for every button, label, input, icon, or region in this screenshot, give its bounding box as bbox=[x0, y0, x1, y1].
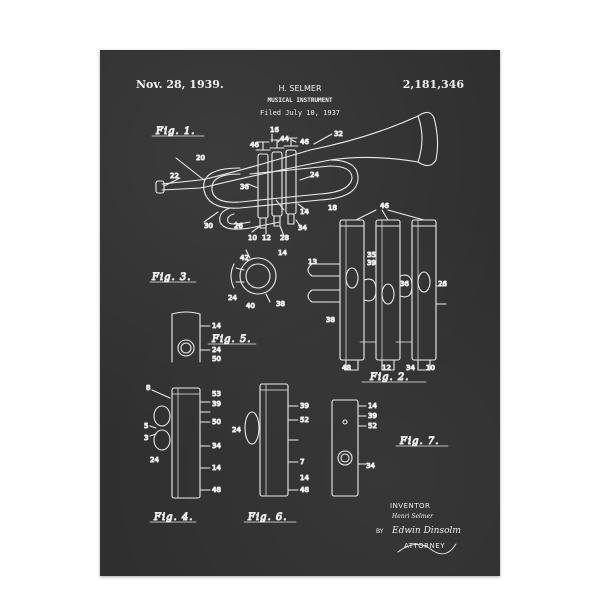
label-7e: 7 bbox=[300, 458, 304, 466]
label-24c: 24 bbox=[212, 346, 221, 354]
label-39a: 39 bbox=[367, 259, 376, 267]
label-38b: 38 bbox=[326, 316, 335, 324]
patent-drawings: 16 44 46 46 32 20 22 36 24 18 30 26 10 1… bbox=[143, 111, 457, 555]
label-3: 3 bbox=[144, 434, 148, 442]
label-53: 53 bbox=[212, 390, 221, 398]
label-36b: 36 bbox=[400, 280, 409, 288]
inventor-name: Henri Selmer bbox=[392, 513, 434, 520]
fig2-label: Fig. 2. bbox=[369, 372, 409, 383]
label-12b: 12 bbox=[382, 364, 391, 372]
label-24b: 24 bbox=[228, 294, 237, 302]
inventor-label: INVENTOR bbox=[390, 502, 431, 510]
label-35: 35 bbox=[367, 251, 376, 259]
fig4-label: Fig. 4. bbox=[153, 512, 193, 523]
by-label: BY bbox=[376, 528, 384, 535]
label-16: 16 bbox=[270, 126, 279, 134]
label-36: 36 bbox=[240, 183, 249, 191]
label-50: 50 bbox=[212, 418, 221, 426]
fig7-casing bbox=[331, 399, 367, 497]
label-48d: 48 bbox=[212, 486, 221, 494]
signature-flourish bbox=[397, 543, 457, 555]
label-52f: 52 bbox=[368, 422, 377, 430]
label-34b: 34 bbox=[406, 364, 415, 372]
attorney-label: ATTORNEY bbox=[404, 542, 445, 550]
fig1-trumpet bbox=[155, 111, 439, 237]
label-14d: 14 bbox=[212, 464, 221, 472]
label-46a: 46 bbox=[250, 141, 259, 149]
label-40: 40 bbox=[246, 302, 255, 310]
label-44: 44 bbox=[280, 135, 289, 143]
label-10: 10 bbox=[248, 234, 257, 242]
label-24d: 24 bbox=[150, 456, 159, 464]
label-48b: 48 bbox=[342, 364, 351, 372]
label-26b: 26 bbox=[438, 280, 447, 288]
label-14b: 14 bbox=[278, 249, 287, 257]
label-20: 20 bbox=[196, 154, 205, 162]
attorney-signature: Edwin Dinsolm bbox=[392, 526, 461, 536]
label-38: 38 bbox=[276, 300, 285, 308]
label-14a: 14 bbox=[300, 208, 309, 216]
inventor-short: H. SELMER bbox=[278, 84, 322, 93]
patent-title: MUSICAL INSTRUMENT bbox=[267, 97, 333, 104]
label-5: 5 bbox=[144, 422, 148, 430]
label-48e: 48 bbox=[300, 486, 309, 494]
label-42: 42 bbox=[240, 254, 249, 262]
label-14e: 14 bbox=[300, 474, 309, 482]
label-39e: 39 bbox=[300, 402, 309, 410]
label-18: 18 bbox=[328, 204, 337, 212]
label-39b: 39 bbox=[212, 400, 221, 408]
label-28: 28 bbox=[280, 234, 289, 242]
fig2-valve-assembly bbox=[307, 209, 447, 371]
label-24a: 24 bbox=[310, 171, 319, 179]
label-34d: 34 bbox=[212, 442, 221, 450]
fig6-label: Fig. 6. bbox=[247, 512, 287, 523]
label-26: 26 bbox=[234, 222, 243, 230]
label-14f: 14 bbox=[368, 402, 377, 410]
label-24e: 24 bbox=[232, 426, 241, 434]
label-10b: 10 bbox=[426, 364, 435, 372]
fig5-tube bbox=[171, 311, 211, 363]
label-13: 13 bbox=[308, 258, 317, 266]
fig7-label: Fig. 7. bbox=[399, 436, 439, 447]
label-46c: 46 bbox=[380, 202, 389, 210]
label-12: 12 bbox=[262, 234, 271, 242]
label-34: 34 bbox=[298, 224, 307, 232]
label-39f: 39 bbox=[368, 412, 377, 420]
label-46b: 46 bbox=[300, 138, 309, 146]
patent-date: Nov. 28, 1939. bbox=[136, 78, 224, 91]
fig3-label: Fig. 3. bbox=[151, 272, 191, 283]
label-8: 8 bbox=[146, 384, 150, 392]
label-14c: 14 bbox=[212, 322, 221, 330]
fig6-casing bbox=[244, 383, 299, 497]
label-30: 30 bbox=[204, 222, 213, 230]
filed-date: Filed July 10, 1937 bbox=[259, 109, 341, 117]
label-32: 32 bbox=[334, 130, 343, 138]
patent-number: 2,181,346 bbox=[402, 78, 464, 91]
fig3-ring bbox=[230, 249, 277, 303]
fig5-label: Fig. 5. bbox=[211, 334, 251, 345]
fig4-casing bbox=[149, 387, 211, 499]
label-50c: 50 bbox=[212, 355, 221, 363]
label-34f: 34 bbox=[366, 462, 375, 470]
patent-poster: Nov. 28, 1939. 2,181,346 H. SELMER MUSIC… bbox=[100, 50, 500, 576]
label-52e: 52 bbox=[300, 416, 309, 424]
label-22: 22 bbox=[170, 172, 179, 180]
fig1-label: Fig. 1. bbox=[155, 126, 195, 137]
